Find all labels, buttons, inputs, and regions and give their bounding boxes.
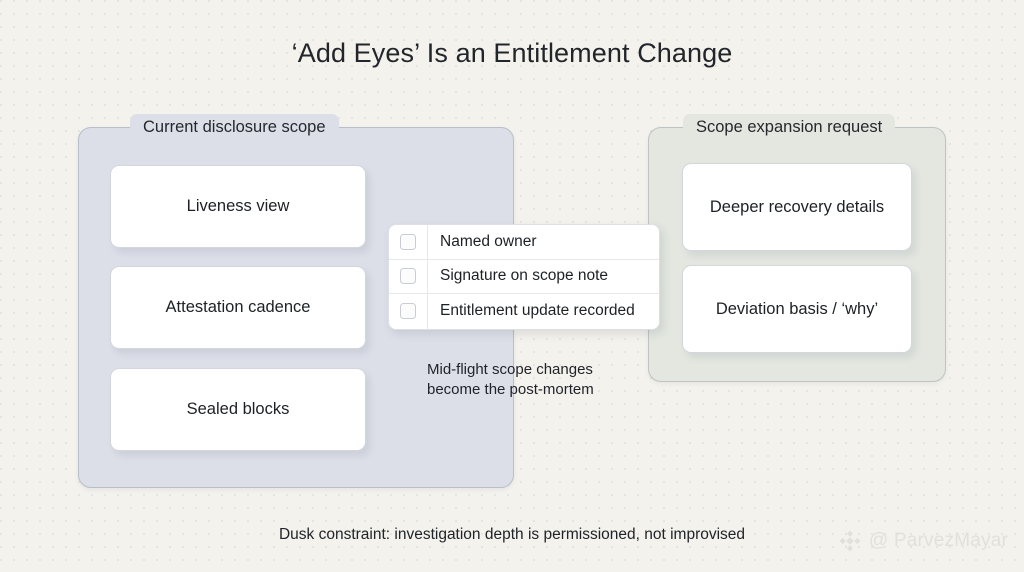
checkbox-cell[interactable]: [389, 259, 428, 294]
card-liveness-view[interactable]: Liveness view: [110, 165, 366, 248]
card-label: Deviation basis / ‘why’: [715, 299, 879, 318]
footer-note: Dusk constraint: investigation depth is …: [278, 526, 746, 543]
checklist-card: Named owner Signature on scope note Enti…: [388, 224, 660, 330]
card-deeper-recovery-details[interactable]: Deeper recovery details: [682, 163, 912, 251]
checklist-row-label: Entitlement update recorded: [440, 302, 635, 320]
checklist-row[interactable]: Signature on scope note: [389, 259, 659, 295]
checklist-caption: Mid-flight scope changes become the post…: [427, 360, 677, 400]
card-sealed-blocks[interactable]: Sealed blocks: [110, 368, 366, 451]
checklist-row[interactable]: Entitlement update recorded: [389, 294, 659, 329]
checkbox-entitlement-update-recorded[interactable]: [400, 303, 416, 320]
checklist-row[interactable]: Named owner: [389, 225, 659, 260]
checklist-row-label: Named owner: [440, 232, 537, 250]
checkbox-named-owner[interactable]: [400, 233, 416, 250]
card-label: Deeper recovery details: [709, 197, 885, 216]
checklist-row-label: Signature on scope note: [440, 267, 609, 285]
panel-legend-current-disclosure-scope: Current disclosure scope: [130, 114, 339, 141]
card-label: Liveness view: [186, 197, 290, 215]
page-title: ‘Add Eyes’ Is an Entitlement Change: [291, 38, 733, 68]
diamond-logo-icon: [838, 529, 862, 553]
watermark-handle: @ ParvezMayar: [868, 530, 1008, 551]
checkbox-signature-on-scope-note[interactable]: [400, 268, 416, 285]
card-attestation-cadence[interactable]: Attestation cadence: [110, 266, 366, 349]
card-label: Sealed blocks: [186, 400, 290, 418]
caption-line-1: Mid-flight scope changes: [427, 361, 593, 378]
watermark: @ ParvezMayar: [838, 529, 1008, 553]
caption-line-2: become the post-mortem: [427, 381, 594, 398]
checkbox-cell[interactable]: [389, 225, 428, 259]
panel-legend-scope-expansion-request: Scope expansion request: [683, 114, 896, 141]
checkbox-cell[interactable]: [389, 294, 428, 329]
card-label: Attestation cadence: [165, 298, 311, 316]
card-deviation-basis-why[interactable]: Deviation basis / ‘why’: [682, 265, 912, 353]
